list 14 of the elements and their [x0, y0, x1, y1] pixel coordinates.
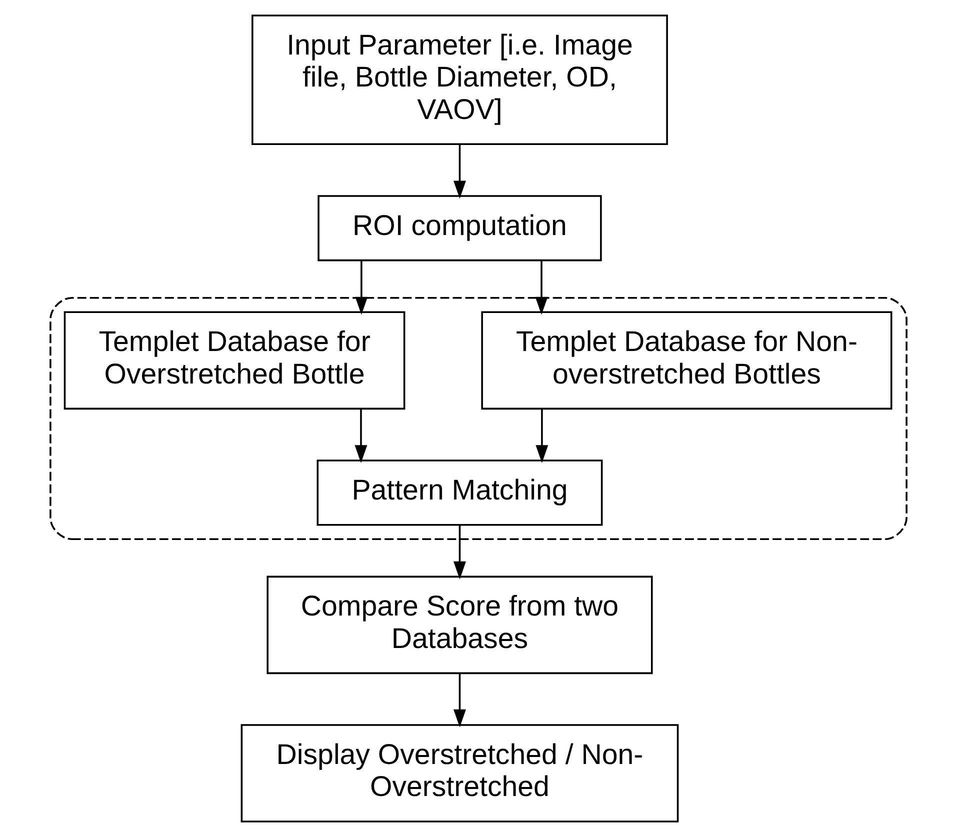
arrow — [535, 260, 548, 315]
node-box: Pattern Matching — [316, 460, 603, 526]
arrow — [536, 408, 548, 463]
arrow — [453, 144, 466, 199]
node-box: Compare Score from two Databases — [266, 576, 653, 674]
arrow — [354, 408, 368, 463]
node-box: Display Overstretched / Non-Overstretched — [240, 724, 679, 822]
node-box: Input Parameter [i.e. Image file, Bottle Diameter, OD, VAOV] — [252, 14, 668, 146]
node-box: Templet Database for Non-overstretched Bottles — [481, 311, 892, 410]
node-box: Templet Database for Overstretched Bottle — [64, 311, 406, 410]
arrow — [453, 525, 466, 580]
arrow — [355, 260, 368, 315]
arrow — [453, 674, 466, 728]
node-box: ROI computation — [318, 195, 602, 262]
